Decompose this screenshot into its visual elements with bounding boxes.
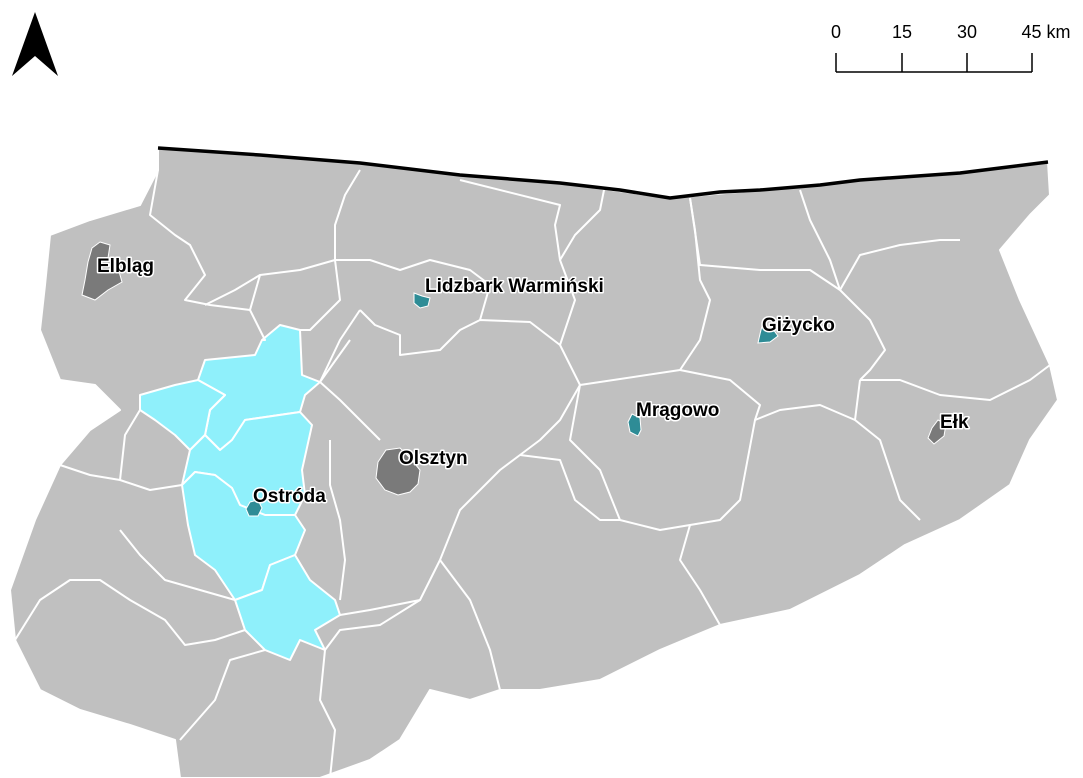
city-label-elblag: Elbląg	[97, 256, 154, 277]
highlighted-district-southwest	[181, 471, 306, 601]
scale-tick-15: 15	[892, 22, 912, 42]
scale-tick-0: 0	[831, 22, 841, 42]
district-borders	[14, 169, 1051, 778]
city-label-gizycko: Giżycko	[762, 315, 835, 336]
city-shape-mragowo	[627, 413, 642, 437]
coastline	[157, 146, 1049, 200]
scale-bar: 0 15 30 45 km	[831, 22, 1071, 73]
north-arrow-icon	[12, 12, 58, 76]
city-shape-elk	[927, 419, 947, 445]
city-shape-gizycko	[757, 325, 779, 344]
city-label-olsztyn: Olsztyn	[399, 448, 468, 469]
city-shape-ostroda	[245, 499, 263, 517]
region	[9, 146, 1059, 778]
scale-tick-45: 45 km	[1021, 22, 1070, 42]
city-shape-elblag	[81, 241, 123, 301]
city-label-elk: Ełk	[940, 412, 969, 433]
city-shape-olsztyn	[375, 447, 421, 496]
city-label-lidzbark: Lidzbark Warmiński	[425, 276, 604, 297]
city-label-ostroda: Ostróda	[253, 486, 326, 507]
region-outline	[9, 147, 1059, 778]
city-shape-lidzbark	[413, 292, 431, 309]
highlighted-district-south	[234, 554, 341, 661]
city-labels: Elbląg Lidzbark Warmiński Giżycko Mrągow…	[96, 255, 971, 509]
city-label-mragowo: Mrągowo	[636, 400, 719, 421]
scale-tick-30: 30	[957, 22, 977, 42]
